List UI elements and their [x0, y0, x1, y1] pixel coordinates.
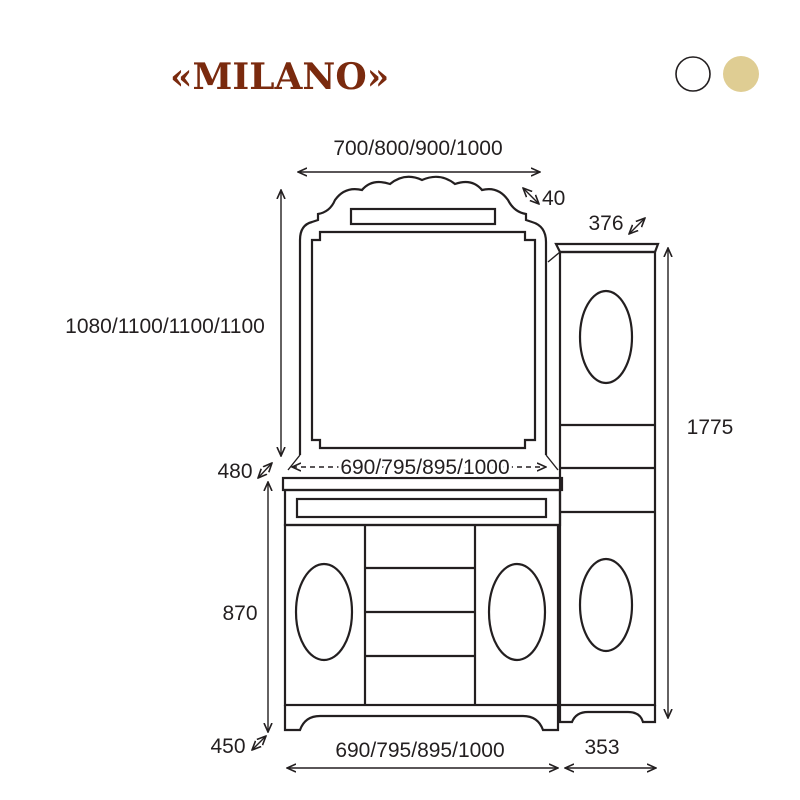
dim-arrow-column-depth — [629, 218, 645, 234]
label-column-height: 1775 — [687, 416, 734, 439]
dim-arrow-countertop-depth — [258, 463, 272, 478]
dim-arrow-mirror-depth — [523, 188, 539, 204]
dim-arrow-cabinet-depth — [252, 736, 266, 750]
label-cabinet-height: 870 — [222, 602, 257, 625]
label-countertop-depth: 480 — [217, 460, 252, 483]
label-column-width: 353 — [584, 736, 619, 759]
vanity-cabinet — [281, 476, 564, 732]
label-column-depth: 376 — [588, 212, 623, 235]
label-cabinet-width: 690/795/895/1000 — [335, 739, 504, 762]
label-countertop-width: 690/795/895/1000 — [340, 456, 509, 479]
product-title: «MILANO» — [170, 56, 389, 98]
mirror — [287, 175, 559, 471]
color-swatch-beige[interactable] — [723, 56, 759, 92]
label-cabinet-depth: 450 — [210, 735, 245, 758]
color-swatch-white[interactable] — [675, 56, 711, 92]
label-mirror-height: 1080/1100/1100/1100 — [65, 315, 265, 338]
label-mirror-width: 700/800/900/1000 — [333, 137, 502, 160]
label-mirror-depth: 40 — [542, 187, 565, 210]
tall-column-cabinet — [547, 242, 660, 724]
